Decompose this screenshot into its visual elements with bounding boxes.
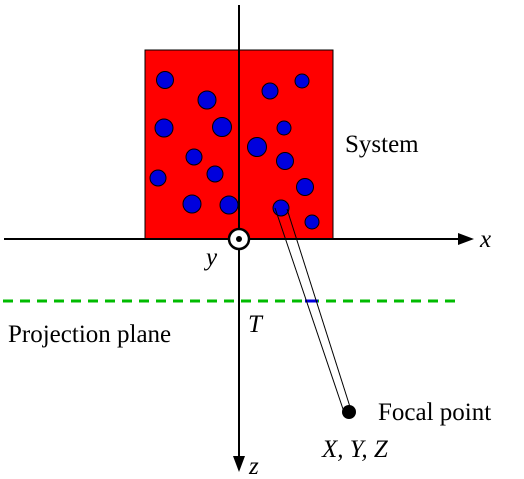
particle [304, 214, 320, 230]
particle [149, 169, 167, 187]
particle [272, 199, 290, 217]
z-axis-label: z [248, 453, 259, 479]
particle [276, 120, 292, 136]
particle [247, 137, 267, 157]
particle [294, 73, 310, 89]
particle [206, 165, 224, 183]
particle [182, 194, 202, 214]
distance-t-label: T [248, 311, 264, 338]
particle [219, 195, 239, 215]
particles [149, 71, 320, 230]
particle [154, 118, 174, 138]
system-label: System [345, 131, 419, 158]
y-axis-label: y [203, 244, 218, 271]
projection-ray [274, 207, 345, 413]
particle [156, 71, 174, 89]
focal-coords-label: X, Y, Z [321, 436, 389, 463]
projection-plane-label: Projection plane [8, 321, 171, 348]
x-axis-arrowhead [458, 233, 474, 245]
projection-ray [286, 208, 352, 411]
particle [276, 152, 294, 170]
particle [261, 82, 279, 100]
particle [185, 148, 203, 166]
focal-point-marker [342, 405, 356, 419]
particle [212, 117, 232, 137]
focal-point-label: Focal point [378, 399, 491, 426]
z-axis-arrowhead [233, 456, 245, 472]
y-axis-dot [236, 236, 242, 242]
particle [197, 90, 217, 110]
particle [296, 178, 314, 196]
x-axis-label: x [479, 226, 491, 253]
